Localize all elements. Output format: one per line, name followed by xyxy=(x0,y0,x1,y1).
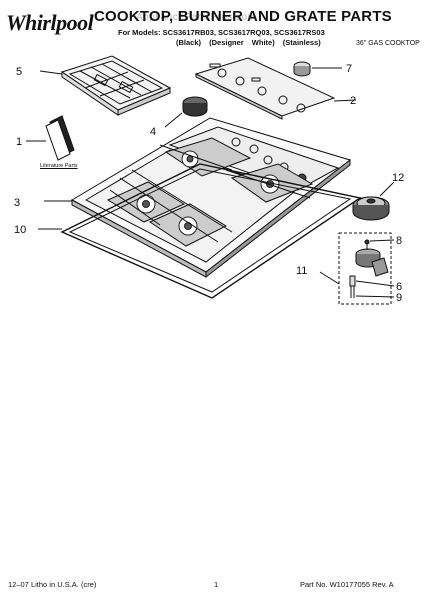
callout-2: 2 xyxy=(350,95,356,107)
grate-part xyxy=(60,55,172,116)
product-label: 36" GAS COOKTOP xyxy=(356,40,420,47)
gasket-part xyxy=(38,163,362,299)
callout-1: 1 xyxy=(16,136,22,148)
variant-black: (Black) xyxy=(176,38,202,47)
literature-part xyxy=(26,115,75,161)
models-line: For Models: SCS3617RB03, SCS3617RQ03, SC… xyxy=(118,28,325,37)
callout-5: 5 xyxy=(16,66,22,78)
footer-part-number: Part No. W10177055 Rev. A xyxy=(300,580,394,589)
callout-11: 11 xyxy=(296,265,307,277)
callout-7: 7 xyxy=(346,63,352,75)
footer-litho: 12–07 Litho in U.S.A. (cre) xyxy=(8,580,97,589)
callout-8: 8 xyxy=(396,235,402,247)
ignitor-assembly-part xyxy=(319,232,395,305)
callout-4: 4 xyxy=(150,126,156,138)
callout-9: 9 xyxy=(396,292,402,304)
literature-parts-label: Literature Parts xyxy=(40,163,78,169)
footer-page-number: 1 xyxy=(214,580,219,589)
page-title: COOKTOP, BURNER AND GRATE PARTS xyxy=(94,8,392,25)
variant-stainless: (Stainless) xyxy=(282,38,321,47)
callout-10: 10 xyxy=(14,224,26,236)
callout-6: 6 xyxy=(396,281,402,293)
variant-white: (Designer White) xyxy=(209,38,275,47)
control-panel-part xyxy=(194,57,336,120)
watermark: AppliancePartsPros.com xyxy=(136,12,257,23)
variants-line: (Black) (Designer White) (Stainless) xyxy=(176,38,321,47)
callout-3: 3 xyxy=(14,197,20,209)
burner-base-part xyxy=(352,181,395,221)
knob-part xyxy=(293,61,342,77)
callout-12: 12 xyxy=(392,172,404,184)
cooktop-part xyxy=(44,117,352,279)
brand-logo: Whirlpool xyxy=(6,10,94,35)
burner-cap-part xyxy=(164,96,208,128)
